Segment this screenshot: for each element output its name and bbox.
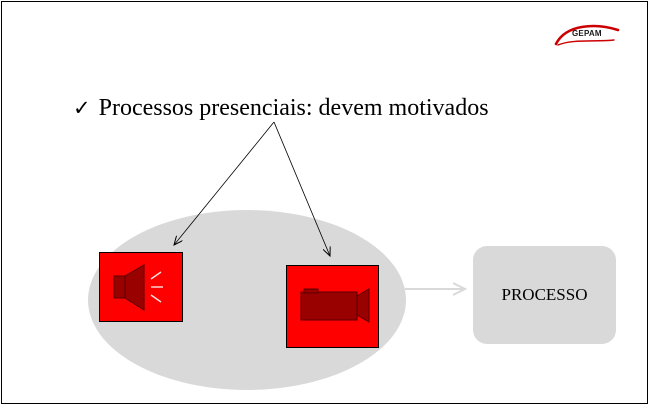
process-box: PROCESSO (473, 246, 616, 344)
logo-swoosh-icon (554, 24, 620, 46)
arrow-to-speaker (174, 121, 275, 245)
arrow-to-camera (273, 121, 330, 256)
process-label: PROCESSO (501, 285, 588, 304)
pointer-arrows (2, 121, 648, 404)
video-camera-icon (300, 288, 370, 323)
speaker-icon (113, 264, 163, 311)
camera-box (286, 265, 379, 348)
gepam-logo: GEPAM (552, 22, 622, 50)
bullet-text: Processos presenciais: devem motivados (98, 95, 489, 121)
bullet-item: ✓ Processos presenciais: devem motivados (73, 95, 489, 122)
checkmark-icon: ✓ (73, 96, 91, 120)
speaker-box (99, 252, 183, 322)
logo-text: GEPAM (572, 29, 602, 38)
